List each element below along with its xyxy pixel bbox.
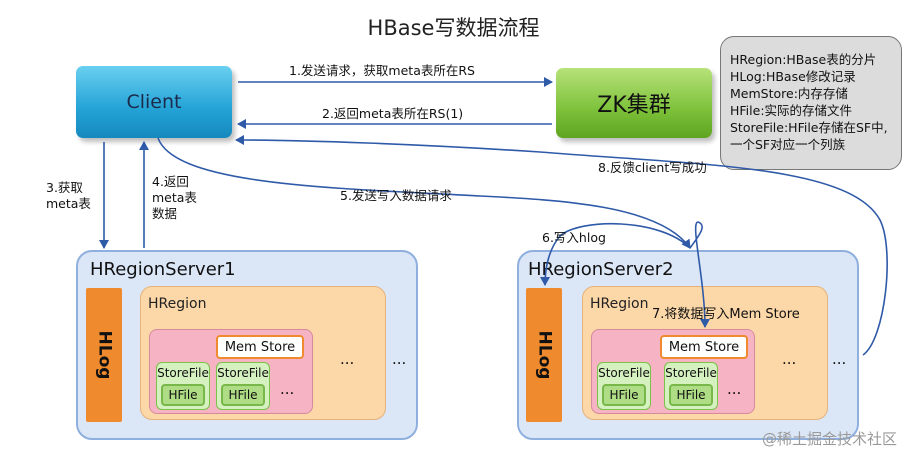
more-regions-dots: ... (832, 350, 847, 368)
legend-line: StoreFile:HFile存储在SF中, (730, 120, 888, 135)
server-2-hfile-2: HFile (669, 384, 713, 406)
diagram-title: HBase写数据流程 (367, 16, 540, 40)
storefile-label: StoreFile (598, 366, 650, 380)
more-storefiles-dots: ... (727, 380, 742, 398)
arrow-step5 (157, 137, 691, 249)
step-4-line: 数据 (152, 206, 178, 221)
hregion-label: HRegion (148, 296, 207, 312)
zk-label: ZK集群 (597, 93, 671, 118)
hfile-label: HFile (609, 388, 639, 402)
memstore-label: Mem Store (668, 339, 740, 355)
step-4-line: 4.返回 (152, 174, 189, 189)
hfile-label: HFile (676, 388, 706, 402)
legend-line: MemStore:内存存储 (730, 86, 848, 101)
zk-cluster-box: ZK集群 (556, 68, 712, 138)
step-4-label: 4.返回 meta表 数据 (152, 174, 197, 222)
storefile-label: StoreFile (157, 366, 209, 380)
step-4-line: meta表 (152, 190, 197, 205)
server-1-label: HRegionServer1 (90, 259, 236, 280)
step-8-label: 8.反馈client写成功 (598, 160, 707, 175)
server-1-hfile-1: HFile (161, 384, 205, 406)
arrow-step7 (689, 221, 710, 328)
step-6-label: 6.写入hlog (542, 230, 606, 245)
arrow-step6 (540, 222, 691, 286)
server-2-memstore: Mem Store (660, 335, 748, 359)
client-box: Client (76, 66, 232, 138)
hfile-label: HFile (228, 388, 258, 402)
step-7-label: 7.将数据写入Mem Store (652, 307, 800, 322)
client-label: Client (126, 91, 182, 113)
server-1-hlog: HLog (86, 288, 122, 422)
storefile-label: StoreFile (665, 366, 717, 380)
more-stores-dots: ... (782, 350, 797, 368)
arrow-step8 (235, 135, 888, 356)
step-3-line: 3.获取 (46, 180, 83, 195)
step-3-line: meta表 (46, 196, 91, 211)
legend-line: HRegion:HBase表的分片 (730, 52, 877, 67)
legend-line: HFile:实际的存储文件 (730, 103, 853, 118)
step-5-label: 5.发送写入数据请求 (340, 188, 452, 203)
server-1-hfile-2: HFile (221, 384, 265, 406)
watermark: @稀土掘金技术社区 (761, 430, 897, 448)
legend-line: 一个SF对应一个列族 (730, 137, 846, 152)
legend-line: HLog:HBase修改记录 (730, 69, 856, 84)
step-1-label: 1.发送请求，获取meta表所在RS (289, 63, 475, 78)
memstore-label: Mem Store (224, 339, 296, 355)
hfile-label: HFile (168, 388, 198, 402)
step-2-label: 2.返回meta表所在RS(1) (322, 106, 464, 121)
storefile-label: StoreFile (217, 366, 269, 380)
server-1-memstore: Mem Store (216, 335, 304, 359)
hregion-label: HRegion (590, 296, 649, 312)
server-2-hfile-1: HFile (602, 384, 646, 406)
more-storefiles-dots: ... (280, 380, 295, 398)
server-2-hlog: HLog (526, 288, 562, 422)
step-3-label: 3.获取 meta表 (46, 180, 91, 212)
more-stores-dots: ... (340, 350, 355, 368)
more-regions-dots: ... (392, 350, 407, 368)
legend-box: HRegion:HBase表的分片 HLog:HBase修改记录 MemStor… (720, 36, 902, 170)
server-2-label: HRegionServer2 (528, 259, 674, 280)
